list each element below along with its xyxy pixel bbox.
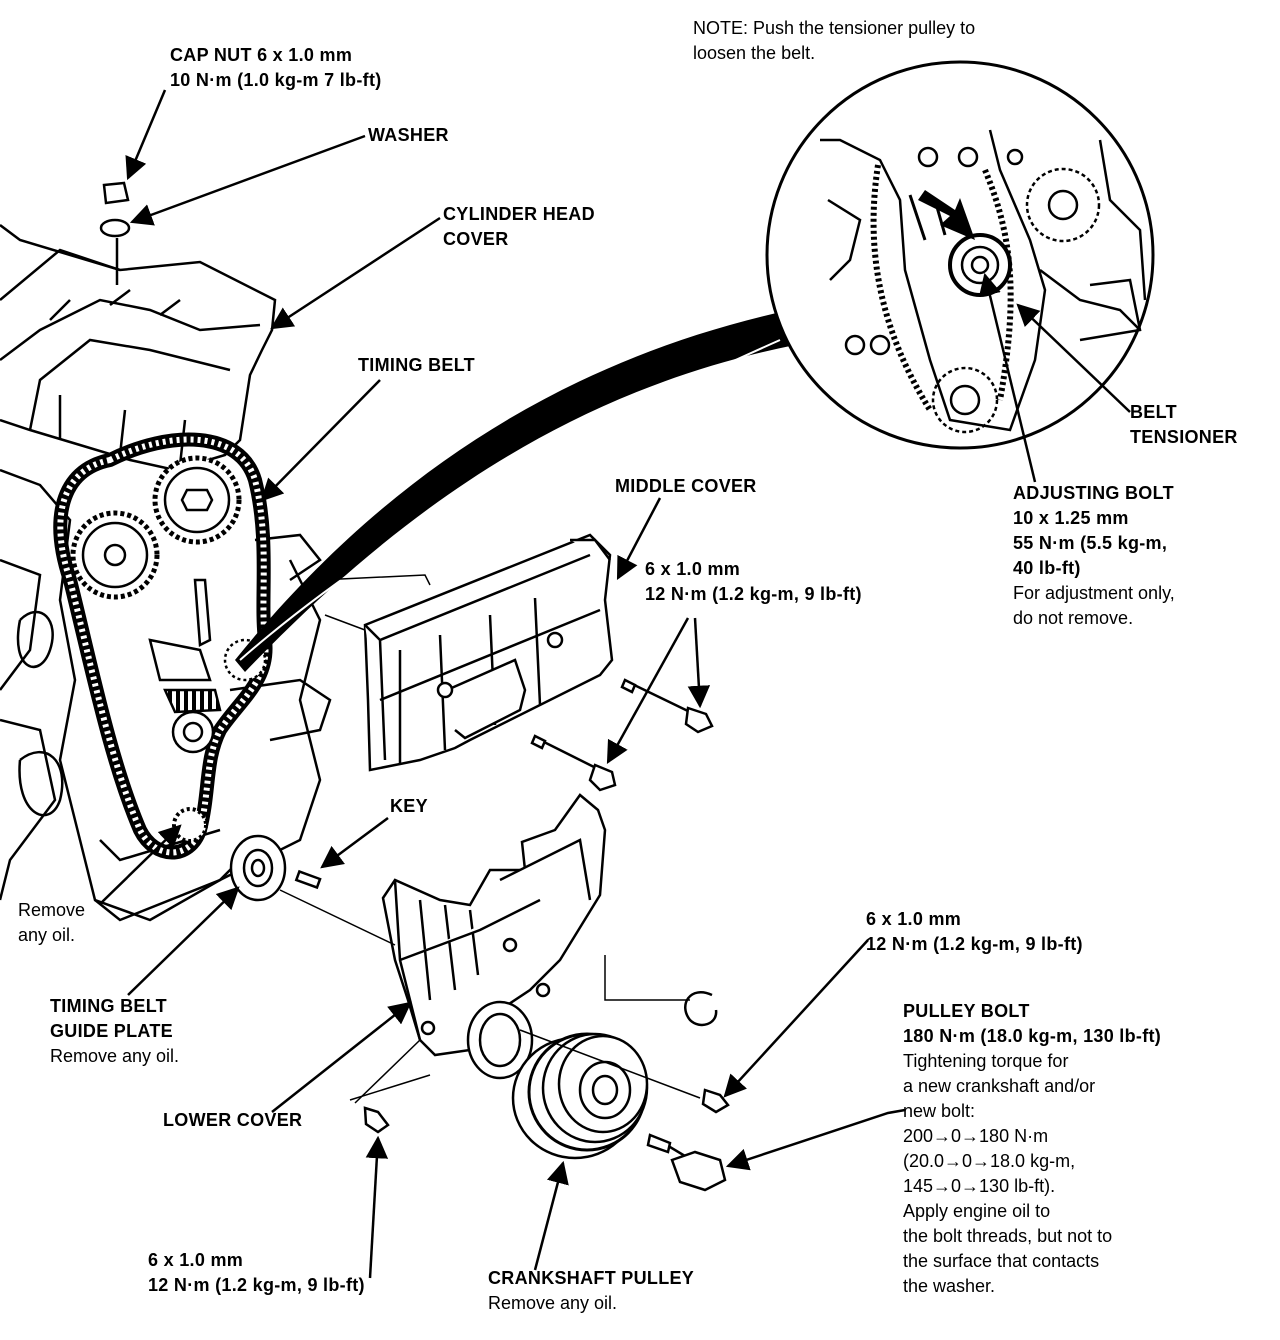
leader-arrows (99, 89, 1131, 1279)
crankshaft-pulley-note: Remove any oil. (488, 1293, 618, 1313)
pulley-bolt-note-7: Apply engine oil to (903, 1201, 1051, 1221)
right-bolt-part (701, 1088, 730, 1114)
lower-cover-label: LOWER COVER (163, 1110, 303, 1130)
note-line-1: NOTE: Push the tensioner pulley to (693, 18, 976, 38)
guide-plate-title-2: GUIDE PLATE (50, 1021, 173, 1041)
belt-tensioner-label: BELT TENSIONER (1130, 400, 1238, 450)
crankshaft-pulley-part (511, 1032, 649, 1160)
washer-label: WASHER (368, 125, 449, 145)
clip-part (684, 991, 718, 1027)
detail-ribbon (235, 310, 795, 672)
key-part (294, 869, 322, 890)
bottom-bolt-label: 6 x 1.0 mm 12 N·m (1.2 kg-m, 9 lb-ft) (148, 1248, 365, 1298)
adjusting-bolt-note-1: For adjustment only, (1013, 583, 1175, 603)
guide-plate-note: Remove any oil. (50, 1046, 180, 1066)
crankshaft-pulley-label: CRANKSHAFT PULLEY Remove any oil. (488, 1266, 694, 1316)
push-arrow (918, 190, 975, 240)
cap-nut-part (99, 181, 131, 285)
pulley-bolt-note-9: the surface that contacts (903, 1251, 1100, 1271)
pulley-bolt-title: PULLEY BOLT (903, 1001, 1030, 1021)
adjusting-bolt-label: ADJUSTING BOLT 10 x 1.25 mm 55 N·m (5.5 … (1013, 481, 1175, 631)
pulley-bolt-note-8: the bolt threads, but not to (903, 1226, 1113, 1246)
pulley-bolt-note-1: Tightening torque for (903, 1051, 1069, 1071)
key-label: KEY (390, 796, 428, 816)
middle-cover-bolts-size: 6 x 1.0 mm (645, 559, 741, 579)
pulley-bolt-note-4: 200→0→180 N·m (903, 1126, 1049, 1146)
pulley-bolt-note-3: new bolt: (903, 1101, 976, 1121)
assembly-lines (279, 574, 701, 1104)
cylinder-head-cover-line-1: CYLINDER HEAD (443, 204, 595, 224)
pulley-bolt-part (646, 1133, 727, 1192)
belt-tensioner-line-2: TENSIONER (1130, 427, 1238, 447)
pulley-bolt-note-6: 145→0→130 lb-ft). (903, 1176, 1056, 1196)
lower-cover-part (381, 793, 607, 1080)
detail-circle (765, 60, 1155, 450)
pulley-bolt-note-5: (20.0→0→18.0 kg-m, (903, 1151, 1076, 1171)
guide-plate-title-1: TIMING BELT (50, 996, 167, 1016)
right-bolt-torque: 12 N·m (1.2 kg-m, 9 lb-ft) (866, 934, 1083, 954)
pulley-bolt-note-10: the washer. (903, 1276, 996, 1296)
crankshaft-pulley-title: CRANKSHAFT PULLEY (488, 1268, 695, 1288)
note-line-2: loosen the belt. (693, 43, 816, 63)
guide-plate-label: TIMING BELT GUIDE PLATE Remove any oil. (50, 994, 179, 1069)
pulley-bolt-note-2: a new crankshaft and/or (903, 1076, 1096, 1096)
cap-nut-label: CAP NUT 6 x 1.0 mm 10 N·m (1.0 kg-m 7 lb… (170, 43, 382, 93)
middle-cover-bolts (530, 678, 714, 792)
detail-leader (239, 339, 781, 661)
cylinder-head-cover-label: CYLINDER HEAD COVER (443, 202, 595, 252)
cap-nut-torque: 10 N·m (1.0 kg-m 7 lb-ft) (170, 70, 382, 90)
belt-tensioner-line-1: BELT (1130, 402, 1177, 422)
bottom-bolt-part (363, 1106, 390, 1134)
guide-plate (229, 834, 287, 902)
bottom-bolt-size: 6 x 1.0 mm (148, 1250, 244, 1270)
pulley-bolt-label: PULLEY BOLT 180 N·m (18.0 kg-m, 130 lb-f… (903, 999, 1161, 1299)
adjusting-bolt-spec-3: 40 lb-ft) (1013, 558, 1081, 578)
timing-belt-label: TIMING BELT (358, 355, 475, 375)
right-bolt-size: 6 x 1.0 mm (866, 909, 962, 929)
remove-oil-left-line-2: any oil. (18, 925, 76, 945)
engine-block (0, 224, 332, 922)
middle-cover-bolts-torque: 12 N·m (1.2 kg-m, 9 lb-ft) (645, 584, 862, 604)
cylinder-head-cover-line-2: COVER (443, 229, 509, 249)
remove-oil-left-label: Remove any oil. (18, 898, 85, 948)
bottom-bolt-torque: 12 N·m (1.2 kg-m, 9 lb-ft) (148, 1275, 365, 1295)
adjusting-bolt-title: ADJUSTING BOLT (1013, 483, 1174, 503)
pulley-bolt-torque: 180 N·m (18.0 kg-m, 130 lb-ft) (903, 1026, 1162, 1046)
remove-oil-left-line-1: Remove (18, 900, 86, 920)
adjusting-bolt-note-2: do not remove. (1013, 608, 1134, 628)
right-bolt-label: 6 x 1.0 mm 12 N·m (1.2 kg-m, 9 lb-ft) (866, 907, 1083, 957)
note-label: NOTE: Push the tensioner pulley to loose… (693, 16, 975, 66)
cap-nut-title: CAP NUT 6 x 1.0 mm (170, 45, 353, 65)
middle-cover-label: MIDDLE COVER (615, 476, 757, 496)
adjusting-bolt-spec-2: 55 N·m (5.5 kg-m, (1013, 533, 1168, 553)
middle-cover-part (363, 533, 614, 772)
middle-cover-bolts-label: 6 x 1.0 mm 12 N·m (1.2 kg-m, 9 lb-ft) (645, 557, 862, 607)
adjusting-bolt-spec-1: 10 x 1.25 mm (1013, 508, 1129, 528)
